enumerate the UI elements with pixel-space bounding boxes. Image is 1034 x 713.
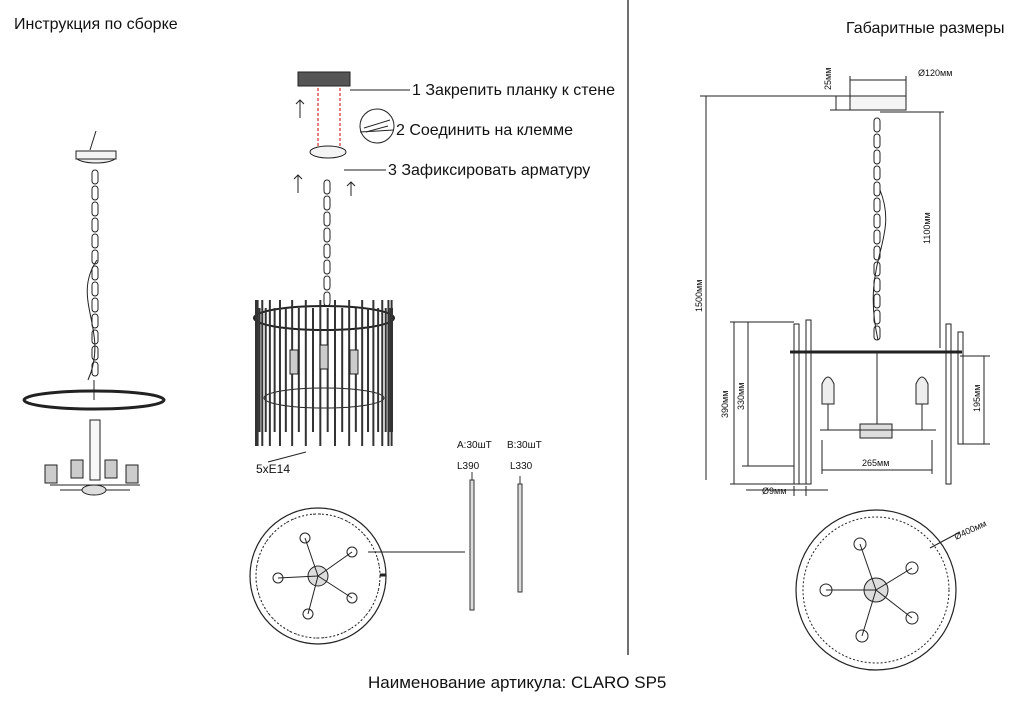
- dimensions-heading: Габаритные размеры: [846, 20, 1005, 37]
- exploded-view: [22, 130, 166, 496]
- canopy: [309, 145, 347, 159]
- dim-canopy-height: 25мм: [823, 68, 833, 90]
- bottom-view-left: [249, 507, 465, 645]
- assembly-instructions-heading: Инструкция по сборке: [14, 16, 178, 33]
- canopy-right: [849, 95, 907, 111]
- step-3-label: 3 Зафиксировать арматуру: [388, 162, 591, 179]
- top-ring: [253, 305, 395, 331]
- dim-lamp-height: 195мм: [972, 385, 982, 412]
- mounting-plate: [297, 71, 351, 87]
- lamp-type-label: 5xE14: [256, 462, 291, 476]
- dim-outer-diameter: Ø400мм: [953, 518, 988, 542]
- article-name: Наименование артикула: CLARO SP5: [368, 673, 667, 692]
- step-2-label: 2 Соединить на клемме: [396, 122, 573, 139]
- dim-arm-width: 265мм: [862, 458, 889, 468]
- rod-b-count: B:30шТ: [507, 440, 542, 451]
- rod-samples: [469, 472, 523, 611]
- dim-chain-length: 1100мм: [922, 212, 932, 244]
- terminal-detail: [359, 108, 395, 144]
- dim-inner-height: 330мм: [736, 383, 746, 410]
- dim-total-height: 1500мм: [694, 280, 704, 312]
- rod-a-length: L390: [457, 461, 480, 472]
- step-1-label: 1 Закрепить планку к стене: [412, 82, 615, 99]
- left-chain: [91, 169, 99, 377]
- dimensions-drawing: [700, 76, 990, 671]
- assembly-view: [253, 71, 410, 409]
- dim-rod-diameter: Ø9мм: [762, 486, 786, 496]
- dim-canopy-diameter: Ø120мм: [918, 68, 952, 78]
- crystal-rods-cage: [255, 300, 393, 446]
- rod-a-count: A:30шТ: [457, 440, 492, 451]
- rod-b-length: L330: [510, 461, 533, 472]
- dim-body-height: 390мм: [720, 391, 730, 418]
